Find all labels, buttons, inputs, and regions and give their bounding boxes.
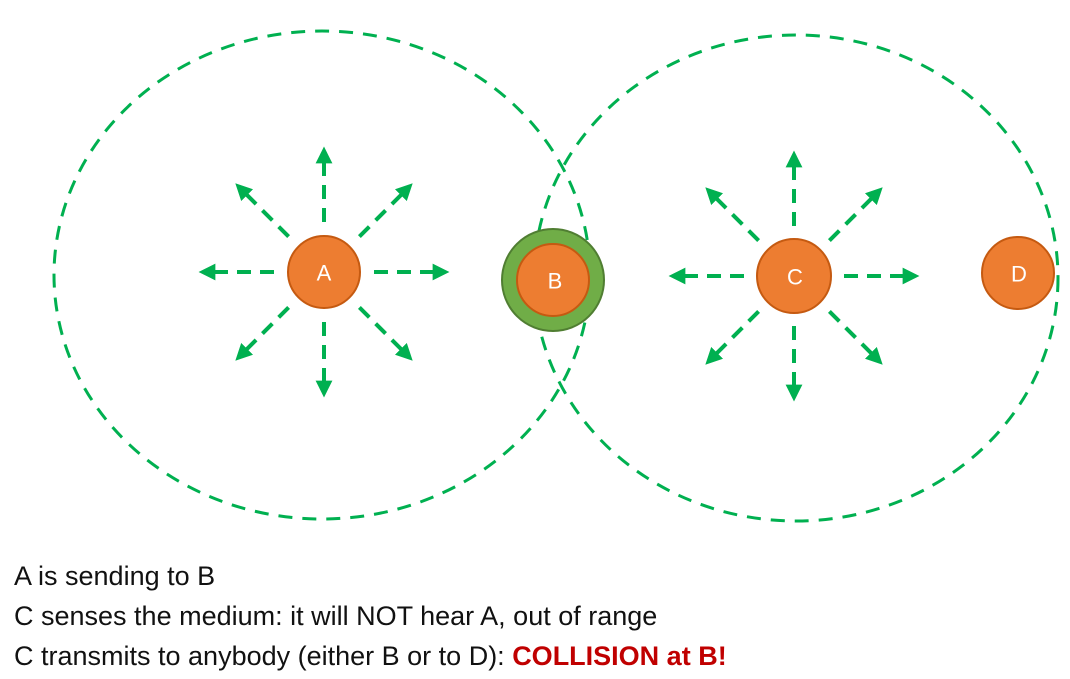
broadcast-arrows-c <box>668 150 920 402</box>
node-d-label: D <box>1011 262 1027 287</box>
arrow-a-ne <box>357 183 413 239</box>
caption-line-3-text: C transmits to anybody (either B or to D… <box>14 641 513 671</box>
arrow-a-sw <box>235 305 291 361</box>
node-c-label: C <box>787 265 803 290</box>
node-b-circle <box>516 243 590 317</box>
caption-line-2: C senses the medium: it will NOT hear A,… <box>14 601 658 631</box>
caption-line-1: A is sending to B <box>14 561 216 591</box>
node-c-circle <box>756 238 832 314</box>
node-d-circle <box>981 236 1055 310</box>
node-a[interactable]: A <box>287 235 361 309</box>
caption-line-3: C transmits to anybody (either B or to D… <box>14 639 727 673</box>
node-b-label: B <box>548 269 563 294</box>
arrow-a-nw <box>235 183 291 239</box>
broadcast-arrows-a <box>198 146 450 398</box>
arrow-c-sw <box>705 309 761 365</box>
collision-text: COLLISION at B! <box>512 641 727 671</box>
hidden-terminal-diagram: A B C D <box>52 29 1060 523</box>
node-d[interactable]: D <box>981 236 1055 310</box>
node-a-label: A <box>317 261 332 286</box>
node-a-circle <box>287 235 361 309</box>
arrow-c-nw <box>705 187 761 243</box>
arrow-c-se <box>827 309 883 365</box>
node-c[interactable]: C <box>756 238 832 314</box>
arrow-a-se <box>357 305 413 361</box>
node-b[interactable]: B <box>501 228 605 332</box>
arrow-c-ne <box>827 187 883 243</box>
